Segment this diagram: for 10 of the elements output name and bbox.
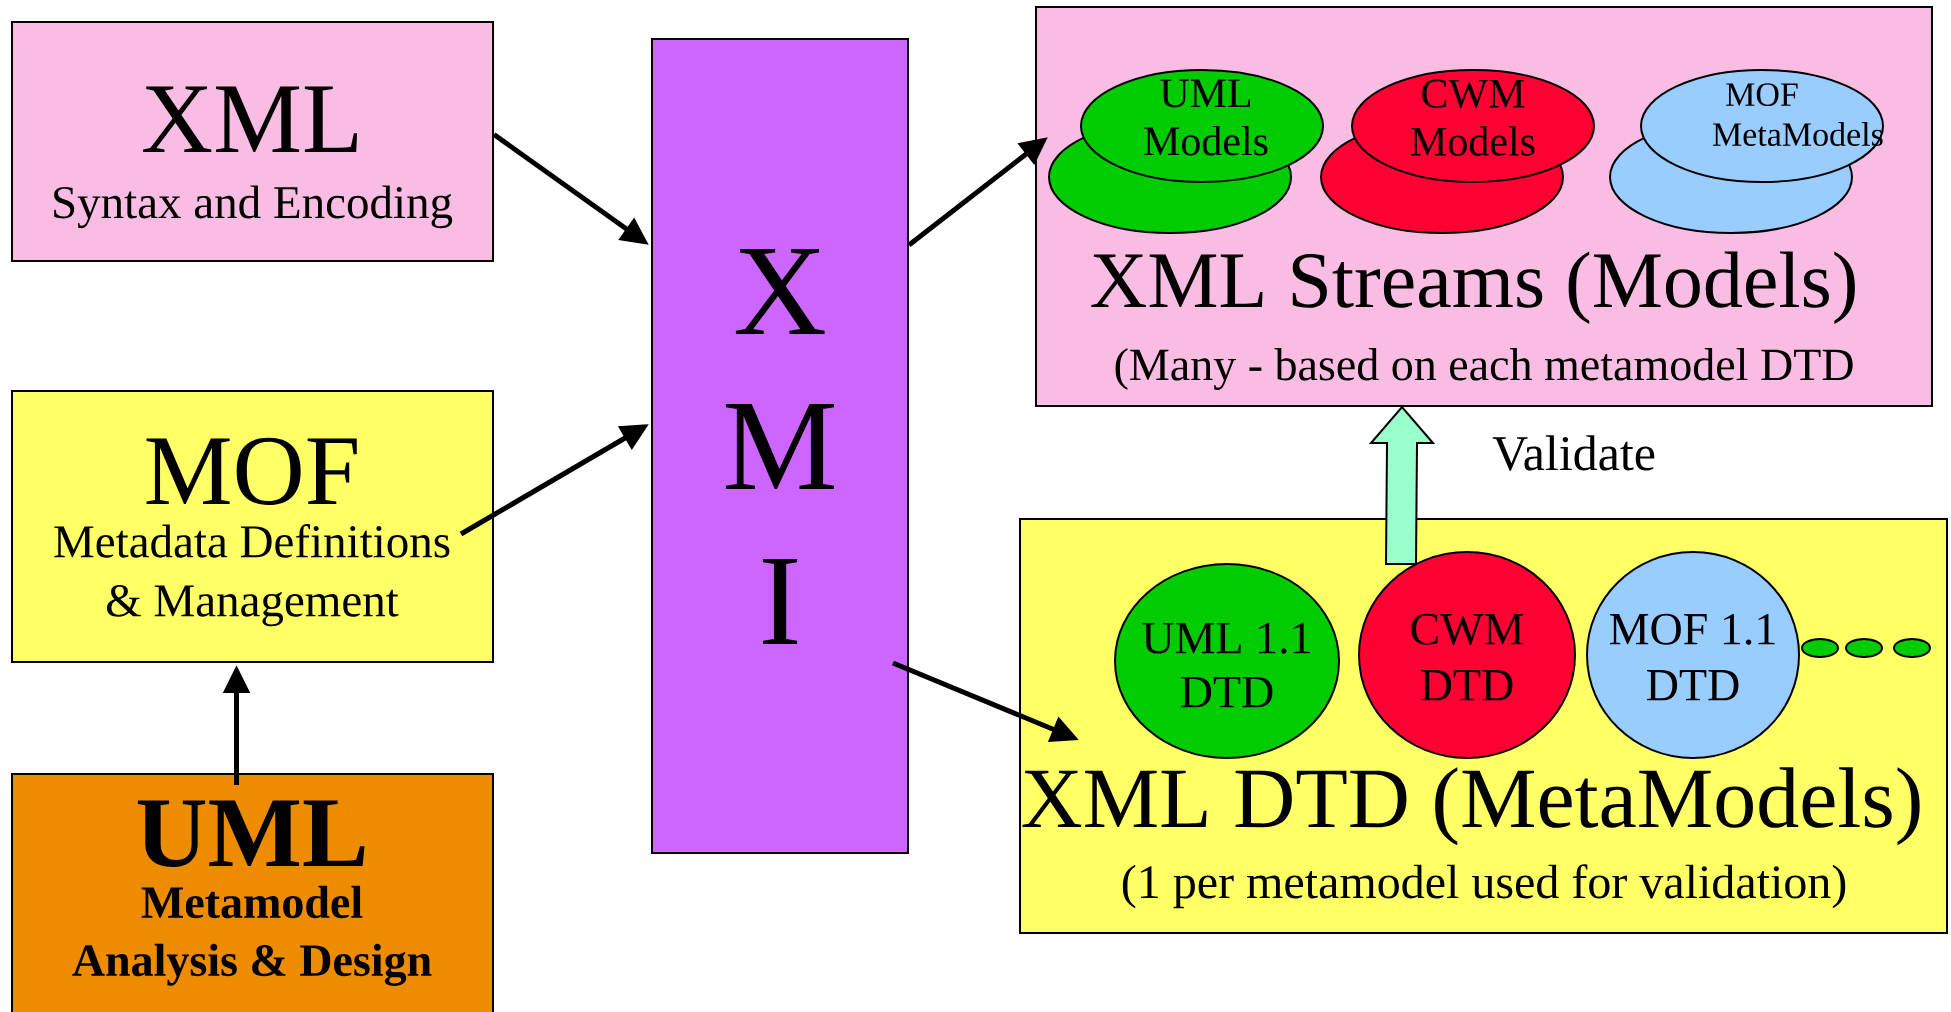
node-label: UML	[1160, 79, 1251, 108]
process-box: UML Metamodel Analysis & Design	[11, 773, 494, 1012]
process-box: X M I	[651, 38, 909, 854]
edge-label: Validate	[1490, 433, 1658, 473]
node-label: CWM	[1422, 79, 1525, 109]
process-box: MOF Metadata Definitions & Management	[11, 390, 494, 663]
stacked-ellipses: UML Models	[1048, 69, 1324, 234]
process-box: XML Syntax and Encoding	[11, 21, 494, 262]
stacked-ellipses: CWM Models	[1320, 69, 1595, 234]
arrow	[1368, 405, 1436, 565]
